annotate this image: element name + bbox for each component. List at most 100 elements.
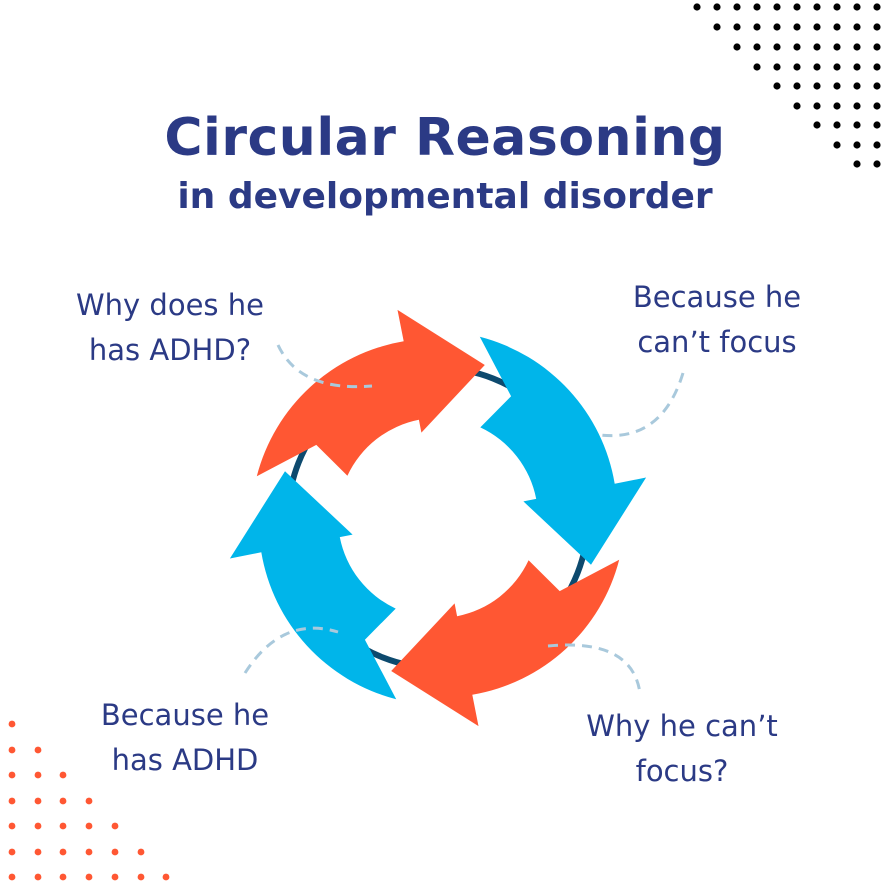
page-title: Circular Reasoning (164, 108, 726, 168)
dot (753, 43, 761, 51)
dot (833, 63, 841, 71)
dot (793, 3, 801, 11)
dot (813, 82, 821, 90)
dot (873, 141, 881, 149)
dot (813, 23, 821, 31)
dot (833, 82, 841, 90)
dot (753, 63, 761, 71)
dot (137, 848, 145, 856)
dot (137, 873, 145, 881)
dot (833, 23, 841, 31)
dot (693, 3, 701, 11)
dot (773, 82, 781, 90)
dot (733, 43, 741, 51)
dot (8, 720, 16, 728)
dot (833, 43, 841, 51)
connector-bottom-left (243, 626, 339, 674)
dot (59, 822, 67, 830)
label-top-right: Because he can’t focus (567, 275, 867, 365)
label-line: can’t focus (637, 325, 797, 359)
orange-dot-pattern (8, 720, 170, 881)
dot (793, 102, 801, 110)
label-line: focus? (635, 754, 729, 788)
dot (59, 873, 67, 881)
dot (59, 771, 67, 779)
dot (85, 797, 93, 805)
dot (8, 771, 16, 779)
dot (111, 848, 119, 856)
dot (162, 873, 170, 881)
cycle-arrow-2 (479, 336, 647, 565)
dot (873, 43, 881, 51)
connector-lines (243, 344, 685, 694)
dot (8, 822, 16, 830)
dot (813, 102, 821, 110)
label-top-left: Why does he has ADHD? (20, 283, 320, 373)
dot (85, 873, 93, 881)
dot (773, 23, 781, 31)
dot (873, 82, 881, 90)
dot (853, 43, 861, 51)
dot (873, 102, 881, 110)
dot (753, 23, 761, 31)
dot (873, 63, 881, 71)
dot (733, 23, 741, 31)
dot (34, 822, 42, 830)
dot (34, 771, 42, 779)
dot (85, 822, 93, 830)
dot (853, 102, 861, 110)
dot (8, 797, 16, 805)
dot (8, 873, 16, 881)
dot (753, 3, 761, 11)
cycle-arrow-1 (256, 309, 485, 477)
dot (853, 121, 861, 129)
dot (8, 848, 16, 856)
dot (873, 3, 881, 11)
dot (853, 63, 861, 71)
label-line: Because he (632, 280, 802, 314)
dot (773, 63, 781, 71)
page-subtitle: in developmental disorder (177, 176, 713, 217)
dot (833, 141, 841, 149)
dot (34, 746, 42, 754)
dot (853, 82, 861, 90)
label-line: Why does he (76, 288, 264, 322)
connector-top-right (599, 372, 685, 438)
label-line: has ADHD? (88, 333, 252, 367)
label-line: has ADHD (111, 743, 259, 777)
dot (59, 848, 67, 856)
dot (853, 3, 861, 11)
dot (793, 23, 801, 31)
dot (833, 121, 841, 129)
cycle-arrow-4 (229, 471, 397, 700)
dot (34, 873, 42, 881)
dot (873, 121, 881, 129)
connector-bottom-right (547, 643, 642, 694)
dot (85, 848, 93, 856)
label-bottom-left: Because he has ADHD (35, 693, 335, 783)
dot (813, 3, 821, 11)
dot (813, 63, 821, 71)
label-line: Because he (100, 698, 270, 732)
dot (873, 23, 881, 31)
dot (813, 121, 821, 129)
dot (34, 797, 42, 805)
dot (793, 82, 801, 90)
dot (8, 746, 16, 754)
label-bottom-right: Why he can’t focus? (532, 704, 832, 794)
dot (733, 3, 741, 11)
cycle-arrow-3 (391, 559, 620, 727)
dot (59, 797, 67, 805)
dot (793, 43, 801, 51)
dot (773, 3, 781, 11)
dot (111, 822, 119, 830)
black-dot-pattern (693, 3, 881, 168)
dot (853, 141, 861, 149)
dot (813, 43, 821, 51)
dot (111, 873, 119, 881)
dot (793, 63, 801, 71)
label-line: Why he can’t (586, 709, 778, 743)
dot (34, 848, 42, 856)
